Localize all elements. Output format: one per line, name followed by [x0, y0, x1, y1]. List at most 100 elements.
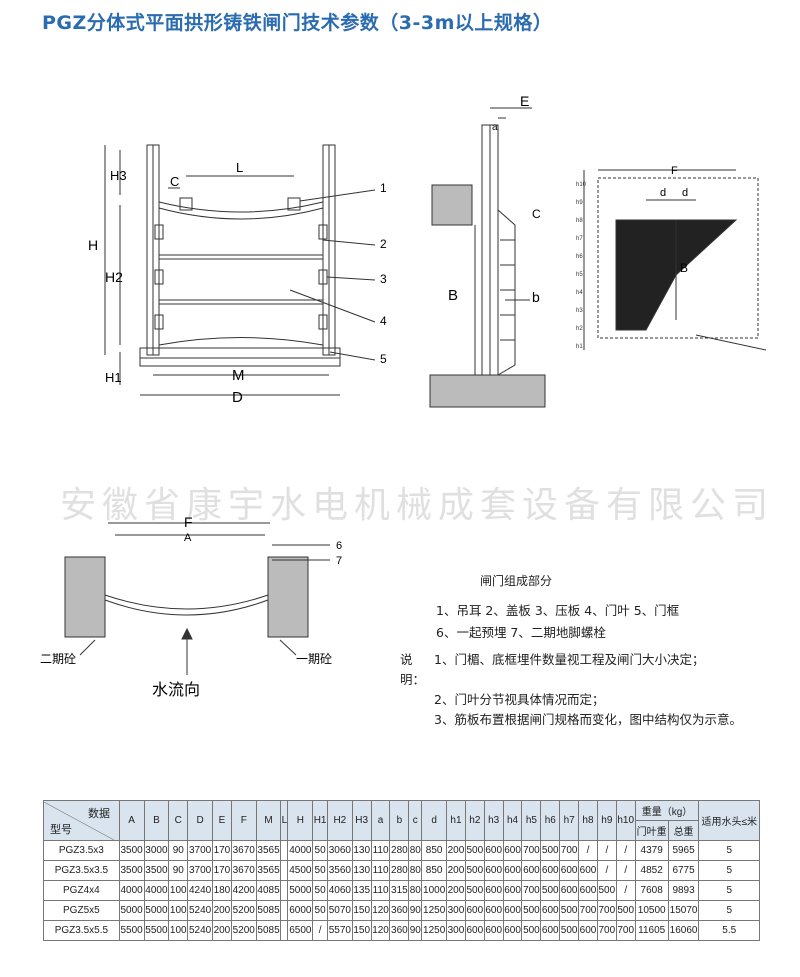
table-cell: 6500	[287, 920, 314, 941]
table-cell: /	[312, 920, 328, 941]
table-cell: 80	[408, 880, 423, 901]
table-cell: 90	[168, 860, 189, 881]
label-h9: h9	[576, 200, 583, 206]
table-cell: 1000	[421, 880, 448, 901]
header-data-label: 数据	[88, 807, 110, 820]
table-cell: 700	[578, 900, 598, 921]
table-cell: 600	[540, 920, 561, 941]
label-d: d	[660, 187, 666, 199]
table-cell: 1250	[421, 900, 448, 921]
table-cell: 5200	[230, 920, 257, 941]
table-cell: 16060	[667, 920, 700, 941]
label-h3: h3	[576, 308, 583, 314]
label-L: L	[236, 160, 243, 175]
table-cell: 500	[615, 900, 636, 921]
parts-line-2: 6、一起预埋 7、二期地脚螺栓	[436, 625, 606, 640]
col-total-weight: 总重	[667, 820, 700, 841]
col-F: F	[230, 800, 257, 841]
table-cell: 5000	[143, 900, 170, 921]
table-cell: 500	[464, 880, 485, 901]
label-E: E	[520, 93, 529, 109]
label-d2: d	[682, 187, 688, 199]
col-B: B	[143, 800, 170, 841]
label-h4: h4	[576, 290, 583, 296]
table-cell: 500	[540, 880, 561, 901]
table-cell: 11605	[634, 920, 669, 941]
table-cell: 150	[351, 920, 372, 941]
plan-view-drawing: F A 6 7 二期砼 一期砼 水流向	[40, 515, 342, 699]
table-cell: 700	[559, 840, 580, 861]
table-cell: 700	[521, 880, 542, 901]
table-cell: 3560	[326, 860, 353, 881]
col-M: M	[255, 800, 282, 841]
table-cell: 3670	[230, 840, 257, 861]
label-part-5: 5	[380, 352, 387, 366]
label-h5: h5	[576, 272, 583, 278]
table-cell: 3500	[118, 860, 145, 881]
table-cell: 200	[446, 880, 466, 901]
table-cell: 4000	[143, 880, 170, 901]
table-cell: 850	[421, 860, 448, 881]
label-flow-direction: 水流向	[152, 681, 200, 699]
table-cell: 100	[168, 880, 189, 901]
table-cell: 600	[559, 880, 580, 901]
table-cell: /	[578, 840, 598, 861]
table-cell: 4200	[230, 880, 257, 901]
table-cell: 150	[351, 900, 372, 921]
table-cell: 700	[521, 840, 542, 861]
table-cell: 5.5	[698, 920, 760, 941]
label-H: H	[88, 237, 98, 253]
table-cell: 15070	[667, 900, 700, 921]
table-cell: 110	[370, 860, 391, 881]
table-cell: 4240	[187, 880, 213, 901]
table-cell: 500	[596, 880, 617, 901]
table-cell: 700	[596, 900, 617, 921]
table-cell: 200	[211, 920, 232, 941]
label-H1: H1	[105, 370, 122, 385]
table-cell: 500	[540, 840, 561, 861]
table-subheader-row: 门叶重 总重	[44, 820, 760, 841]
table-cell: 4379	[634, 840, 669, 861]
table-cell: 5500	[118, 920, 145, 941]
table-cell: 50	[312, 880, 328, 901]
col-L: L	[280, 800, 289, 841]
label-C: C	[170, 174, 179, 189]
table-cell: 3565	[255, 840, 282, 861]
label-first-concrete: 一期砼	[296, 652, 332, 666]
table-cell: 50	[312, 840, 328, 861]
label-M: M	[232, 367, 245, 384]
table-cell: 110	[370, 840, 391, 861]
table-cell: 600	[502, 880, 523, 901]
table-cell: 5240	[187, 900, 213, 921]
notes: 说明：1、门楣、底框埋件数量视工程及闸门大小决定； 2、门叶分节视具体情况而定；…	[400, 650, 742, 730]
table-cell: 4000	[287, 840, 314, 861]
col-c: c	[408, 800, 423, 841]
col-H1: H1	[312, 800, 328, 841]
table-cell: 90	[168, 840, 189, 861]
table-cell: 90	[408, 920, 423, 941]
table-cell: 300	[446, 900, 466, 921]
table-cell: /	[615, 840, 636, 861]
table-cell: 600	[483, 880, 504, 901]
col-b: b	[389, 800, 410, 841]
table-cell: 3565	[255, 860, 282, 881]
col-a: a	[370, 800, 391, 841]
table-cell: 3060	[326, 840, 353, 861]
label-part-3: 3	[380, 272, 387, 286]
table-cell	[280, 840, 289, 861]
table-cell: 4060	[326, 880, 353, 901]
table-cell: 50	[312, 860, 328, 881]
model-cell: PGZ5x5	[43, 900, 120, 921]
table-cell: 500	[521, 920, 542, 941]
front-elevation-drawing: H3 C L H H2 H1 M D 1 2 3 4 5	[88, 144, 387, 406]
table-cell: /	[596, 860, 617, 881]
table-cell: 5000	[287, 880, 314, 901]
table-cell: 100	[168, 900, 189, 921]
table-cell: 4500	[287, 860, 314, 881]
table-cell: 5070	[326, 900, 353, 921]
